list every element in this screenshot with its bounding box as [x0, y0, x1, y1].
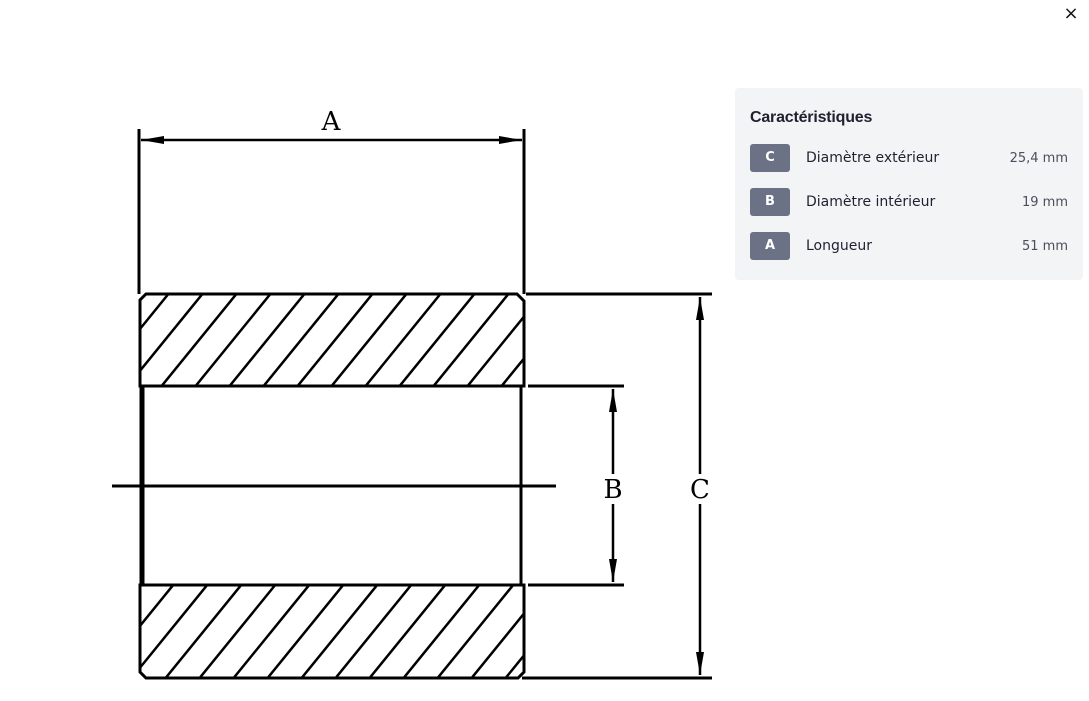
spec-value: 51 mm: [1021, 238, 1068, 254]
spec-label: Diamètre extérieur: [806, 150, 940, 166]
spec-label: Diamètre intérieur: [806, 194, 936, 210]
spec-row-outer-diameter: C Diamètre extérieur 25,4 mm: [750, 144, 1068, 172]
spec-label: Longueur: [806, 238, 872, 254]
dimension-c: C: [522, 292, 712, 680]
bottom-wall-section: [138, 583, 526, 680]
dimension-b-label: B: [603, 475, 622, 505]
close-icon: ×: [1063, 3, 1079, 24]
dimension-b: B: [528, 384, 624, 587]
bushing-technical-drawing: A: [112, 107, 712, 680]
specifications-panel: Caractéristiques C Diamètre extérieur 25…: [735, 88, 1083, 280]
dimension-a: A: [137, 107, 526, 294]
spec-badge-c: C: [750, 144, 790, 172]
spec-value: 19 mm: [1021, 194, 1068, 210]
specifications-title: Caractéristiques: [750, 109, 873, 126]
close-button[interactable]: ×: [1059, 2, 1083, 26]
spec-row-length: A Longueur 51 mm: [750, 232, 1068, 260]
dimension-c-label: C: [690, 475, 710, 505]
bore: [112, 386, 556, 585]
spec-badge-b: B: [750, 188, 790, 216]
top-wall-section: [138, 292, 526, 388]
spec-value: 25,4 mm: [1009, 150, 1068, 166]
dimension-a-label: A: [321, 107, 342, 137]
spec-row-inner-diameter: B Diamètre intérieur 19 mm: [750, 188, 1068, 216]
spec-badge-a: A: [750, 232, 790, 260]
